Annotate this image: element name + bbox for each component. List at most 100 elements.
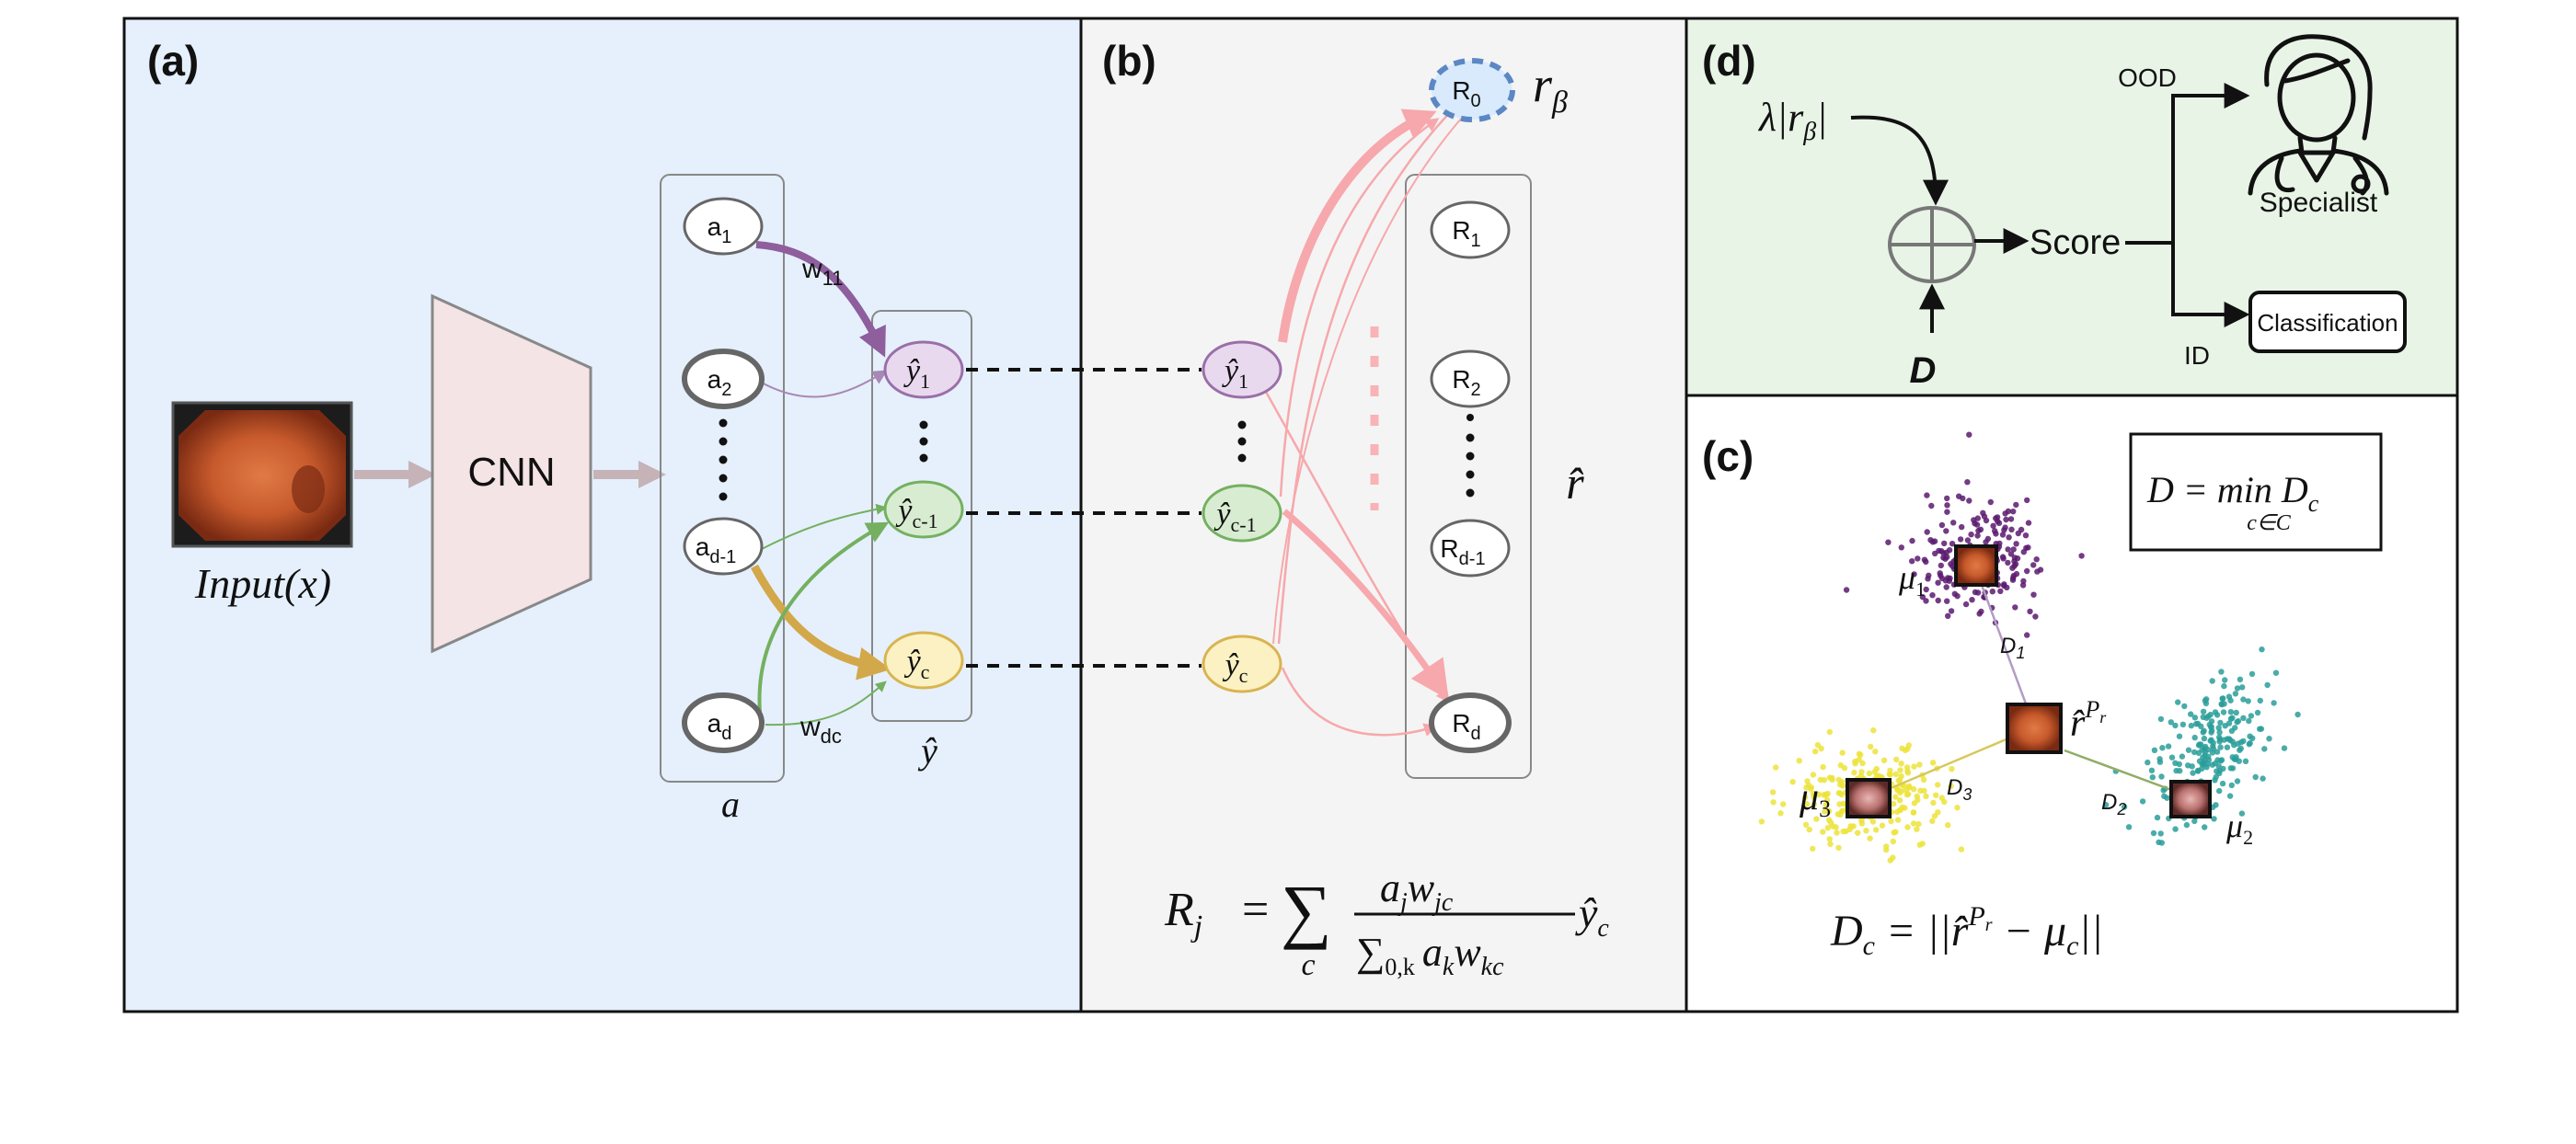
- cluster-point: [2198, 723, 2204, 729]
- cluster-point: [1930, 799, 1937, 807]
- cluster-point: [2176, 733, 2183, 739]
- cluster-point: [2245, 698, 2251, 704]
- dc-formula: Dc = ||r̂Pr − μc||: [1830, 901, 2103, 961]
- cluster-point: [2149, 774, 2156, 781]
- cluster-point: [1949, 766, 1955, 772]
- cluster-point: [2271, 700, 2277, 706]
- cluster-point: [1894, 786, 1902, 793]
- cluster-point: [1935, 579, 1941, 586]
- cluster-point: [1909, 558, 1915, 565]
- relevance-node-r1: R1: [1430, 200, 1511, 259]
- cluster-point: [1997, 588, 2004, 595]
- cluster-point: [1823, 802, 1829, 808]
- cluster-point: [1929, 760, 1937, 766]
- cluster-point: [1888, 818, 1894, 825]
- cluster-point: [1824, 825, 1832, 831]
- cluster-point: [1892, 829, 1899, 835]
- input-label: Input(x): [194, 560, 331, 607]
- cluster-point: [1989, 589, 1995, 595]
- prediction-node-yc: ŷc: [883, 631, 964, 690]
- cluster-point: [1789, 779, 1796, 785]
- cluster-point: [2172, 826, 2179, 832]
- cluster-point: [1924, 529, 1930, 535]
- cluster-point: [2168, 719, 2174, 726]
- cluster-point: [1916, 761, 1923, 768]
- svg-text:ŷ1: ŷ1: [1222, 354, 1248, 393]
- cluster-point: [1935, 597, 1941, 604]
- svg-text:∑: ∑: [1281, 870, 1332, 950]
- svg-text:ŷ1: ŷ1: [903, 354, 930, 393]
- cluster-point: [1919, 594, 1926, 601]
- cluster-point: [2237, 676, 2244, 682]
- cluster-point: [2228, 727, 2236, 734]
- relevance-node-rd: Rd: [1429, 692, 1512, 753]
- cluster-point: [1897, 807, 1903, 813]
- cluster-point: [2260, 775, 2266, 782]
- cluster-point: [2188, 722, 2194, 729]
- cluster-point: [1944, 502, 1950, 509]
- svg-text:Rd-1: Rd-1: [1440, 534, 1485, 569]
- cluster-point: [1929, 818, 1936, 825]
- cluster-point: [1948, 783, 1954, 789]
- cluster-point: [1811, 801, 1817, 807]
- svg-text:c: c: [1301, 948, 1315, 982]
- activation-node-ad: ad: [682, 692, 765, 753]
- cluster-point: [1966, 498, 1972, 504]
- cluster-point: [2019, 582, 2027, 589]
- cluster-point: [1943, 528, 1949, 534]
- cluster-point: [1885, 539, 1892, 545]
- cluster-point: [1944, 554, 1950, 560]
- cluster-point: [1835, 776, 1842, 784]
- cluster-point: [1835, 844, 1842, 852]
- panel-c: (c) D = min Dc c∈C μ1 μ2: [1685, 394, 2459, 1013]
- svg-text:R1: R1: [1452, 216, 1480, 251]
- cluster-point: [1911, 763, 1917, 770]
- cluster-point: [2191, 749, 2198, 756]
- cluster-point: [1944, 509, 1950, 515]
- cluster-point: [2221, 737, 2227, 743]
- cluster-point: [2229, 715, 2236, 721]
- cluster-point: [1856, 757, 1862, 763]
- prediction-ellipsis-b: [1237, 420, 1247, 463]
- cluster-point: [1974, 515, 1981, 521]
- cluster-point: [1928, 502, 1935, 509]
- panel-b-tag: (b): [1102, 37, 1156, 85]
- cluster-point: [1993, 531, 1999, 537]
- cluster-point: [1852, 761, 1858, 767]
- activation-node-ad-1: ad-1: [683, 517, 764, 576]
- cluster-point: [2228, 782, 2235, 789]
- cluster-point: [2201, 745, 2208, 751]
- cluster-point: [1894, 817, 1902, 823]
- cluster-point: [1820, 829, 1826, 835]
- cluster-point: [2025, 520, 2032, 526]
- cluster-point: [1773, 764, 1779, 771]
- edge-a1-y1: [755, 241, 886, 358]
- cluster-point: [2002, 510, 2008, 517]
- cluster-point: [1962, 601, 1970, 608]
- cluster-point: [2006, 534, 2012, 541]
- relevance-vector-box: [1405, 174, 1532, 779]
- prediction-node-yc-1: ŷc-1: [883, 480, 964, 539]
- cluster-point: [2191, 734, 2198, 741]
- d1-label: D1: [2000, 634, 2025, 662]
- activation-node-a1: a1: [683, 197, 764, 256]
- mu1-thumbnail: [1954, 544, 1998, 587]
- cluster-point: [2151, 747, 2158, 753]
- mu2-label: μ2: [2225, 807, 2253, 849]
- sum-operator-icon: [1888, 206, 1976, 283]
- cluster-point: [1910, 820, 1917, 827]
- cluster-point: [1840, 828, 1846, 835]
- edge-ad-yc1: [757, 521, 890, 713]
- cluster-point: [1803, 784, 1810, 791]
- cluster-point: [1943, 549, 1949, 555]
- prediction-vector-box: [871, 310, 972, 722]
- cluster-point: [1810, 845, 1816, 852]
- svg-text:a2: a2: [707, 365, 732, 400]
- cluster-point: [2158, 773, 2165, 780]
- cluster-point: [1980, 509, 1986, 516]
- cluster-point: [2154, 814, 2161, 821]
- cluster-point: [2252, 773, 2259, 781]
- cluster-point: [2027, 608, 2033, 615]
- weight-label-w11: w11: [801, 254, 844, 290]
- cluster-point: [1822, 808, 1828, 815]
